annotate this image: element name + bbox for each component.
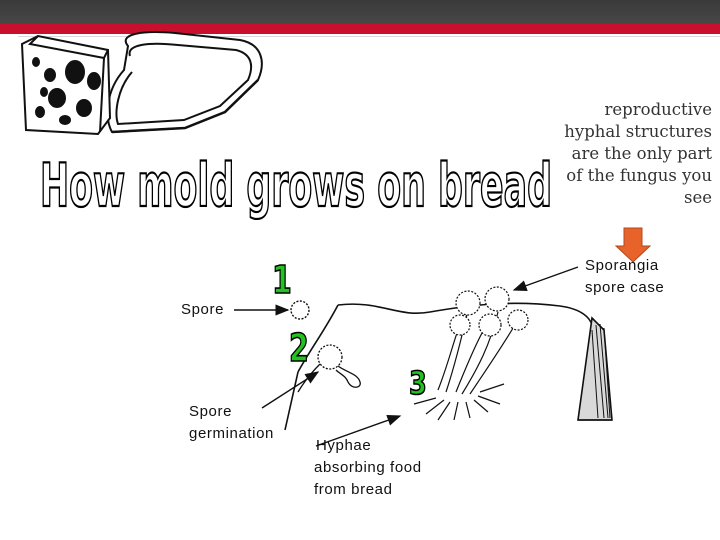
label-sporangia-line2: spore case — [585, 278, 664, 298]
step-number-1: 1 — [272, 258, 292, 302]
label-hyphae-line3: from bread — [314, 480, 393, 500]
label-germination-line1: Spore — [189, 402, 232, 422]
spore-drawing — [291, 301, 309, 319]
label-sporangia-line1: Sporangia — [585, 256, 659, 276]
label-hyphae-line2: absorbing food — [314, 458, 422, 478]
label-germination-line2: germination — [189, 424, 274, 444]
label-spore: Spore — [181, 300, 224, 320]
label-hyphae-line1: Hyphae — [316, 436, 371, 456]
sporangia-drawing — [414, 287, 528, 420]
step-number-2: 2 — [289, 326, 309, 370]
step-number-3: 3 — [409, 364, 427, 402]
